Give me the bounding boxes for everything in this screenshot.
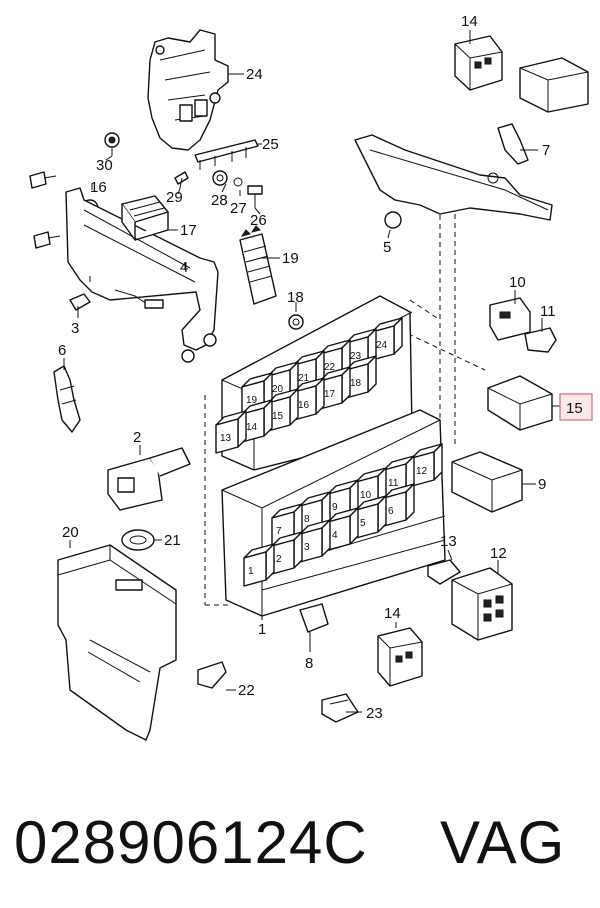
callout-26: 26 [250, 212, 267, 229]
callout-16: 16 [90, 179, 107, 196]
assembly-guide-lines [204, 205, 486, 606]
callout-17: 17 [180, 222, 197, 239]
parts-10-11 [489, 297, 557, 353]
fuse-position-9-label: 9 [332, 502, 338, 513]
brand-name: VAG [440, 809, 566, 876]
relay-position-14-label: 14 [246, 422, 258, 433]
relay-position-17-label: 17 [324, 389, 336, 400]
fuse-position-9: 9 [327, 479, 359, 523]
relay-position-13-label: 13 [220, 433, 232, 444]
relay-grid: 24 23 22 21 20 19 18 17 16 15 14 13 [215, 317, 403, 454]
callout-30: 30 [96, 157, 113, 174]
fasteners-group [104, 132, 263, 208]
callout-3: 3 [71, 320, 79, 337]
callout-20: 20 [62, 524, 79, 541]
fuse-grid: 12 11 10 9 8 7 6 5 4 3 2 1 [243, 443, 443, 587]
fuse-position-10-label: 10 [360, 490, 372, 501]
relay-position-15-label: 15 [272, 411, 284, 422]
callout-21: 21 [164, 532, 181, 549]
callout-10: 10 [509, 274, 526, 291]
part-14-top-socket [454, 35, 503, 91]
relay-position-19-label: 19 [246, 395, 258, 406]
callout-29: 29 [166, 189, 183, 206]
callout-22: 22 [238, 682, 255, 699]
fuse-position-4-label: 4 [332, 530, 338, 541]
callout-8: 8 [305, 655, 313, 672]
relay-position-15: 15 [267, 388, 299, 432]
relay-position-16-label: 16 [298, 400, 310, 411]
relay-position-20-label: 20 [272, 384, 284, 395]
part-20-cover [57, 544, 177, 741]
small-parts-mid [107, 447, 227, 689]
callout-1: 1 [258, 621, 266, 638]
callout-24: 24 [246, 66, 263, 83]
callout-14-bottom: 14 [384, 605, 401, 622]
callout-18: 18 [287, 289, 304, 306]
relay-position-18: 18 [345, 355, 377, 399]
fuse-position-6-label: 6 [388, 506, 394, 517]
part-4-frame [65, 187, 219, 363]
fuse-position-5-label: 5 [360, 518, 366, 529]
part-25-rail [194, 139, 262, 170]
callout-2: 2 [133, 429, 141, 446]
relay-position-13: 13 [215, 410, 247, 454]
callout-4: 4 [180, 259, 188, 276]
fuse-position-8-label: 8 [304, 514, 310, 525]
callout-19: 19 [282, 250, 299, 267]
caption-bar: 028906124C VAG [0, 798, 600, 908]
callout-23: 23 [366, 705, 383, 722]
part-19-terminal-strip [239, 225, 277, 305]
fuse-position-11-label: 11 [388, 478, 399, 489]
callout-9: 9 [538, 476, 546, 493]
small-parts-left [53, 293, 304, 433]
part-9-relay [451, 451, 523, 513]
callout-11: 11 [540, 303, 556, 320]
callout-13: 13 [440, 533, 457, 550]
fuse-position-6: 6 [383, 483, 415, 527]
parts-bottom [299, 603, 423, 723]
callout-15: 15 [566, 400, 583, 417]
relay-position-18-label: 18 [350, 378, 362, 389]
fuse-position-12: 12 [411, 443, 443, 487]
callout-14-top: 14 [461, 13, 478, 30]
callout-labels: 1 2 3 4 5 6 7 8 9 10 11 12 13 14 14 15 1… [58, 13, 583, 722]
fuse-position-3: 3 [299, 519, 331, 563]
parts-12-13 [427, 559, 513, 641]
relay-position-24-label: 24 [376, 340, 388, 351]
relay-position-24: 24 [371, 317, 403, 361]
fuse-position-7-label: 7 [276, 526, 282, 537]
fuse-position-12-label: 12 [416, 466, 428, 477]
fuse-position-2: 2 [271, 531, 303, 575]
part-17-socket [121, 195, 169, 241]
relay-top-right [519, 57, 589, 113]
fuse-position-1: 1 [243, 543, 275, 587]
callout-7: 7 [542, 142, 550, 159]
part-24-upper-bracket [147, 29, 244, 151]
relay-position-16: 16 [293, 377, 325, 421]
part-5-bracket [354, 123, 553, 229]
callout-5: 5 [383, 239, 391, 256]
fuse-position-5: 5 [355, 495, 387, 539]
relay-position-21-label: 21 [298, 373, 310, 384]
fuse-position-4: 4 [327, 507, 359, 551]
callout-15-highlight-box [559, 393, 593, 421]
fuse-position-3-label: 3 [304, 542, 310, 553]
callout-12: 12 [490, 545, 507, 562]
relay-position-23-label: 23 [350, 351, 362, 362]
callout-28: 28 [211, 192, 228, 209]
callout-25: 25 [262, 136, 279, 153]
relay-position-17: 17 [319, 366, 351, 410]
fuse-position-2-label: 2 [276, 554, 282, 565]
part-number: 028906124C [14, 809, 368, 876]
callout-6: 6 [58, 342, 66, 359]
part-15-relay [487, 375, 553, 431]
callout-27: 27 [230, 200, 247, 217]
relay-position-22-label: 22 [324, 362, 336, 373]
fuse-position-1-label: 1 [248, 566, 254, 577]
relay-position-14: 14 [241, 399, 273, 443]
